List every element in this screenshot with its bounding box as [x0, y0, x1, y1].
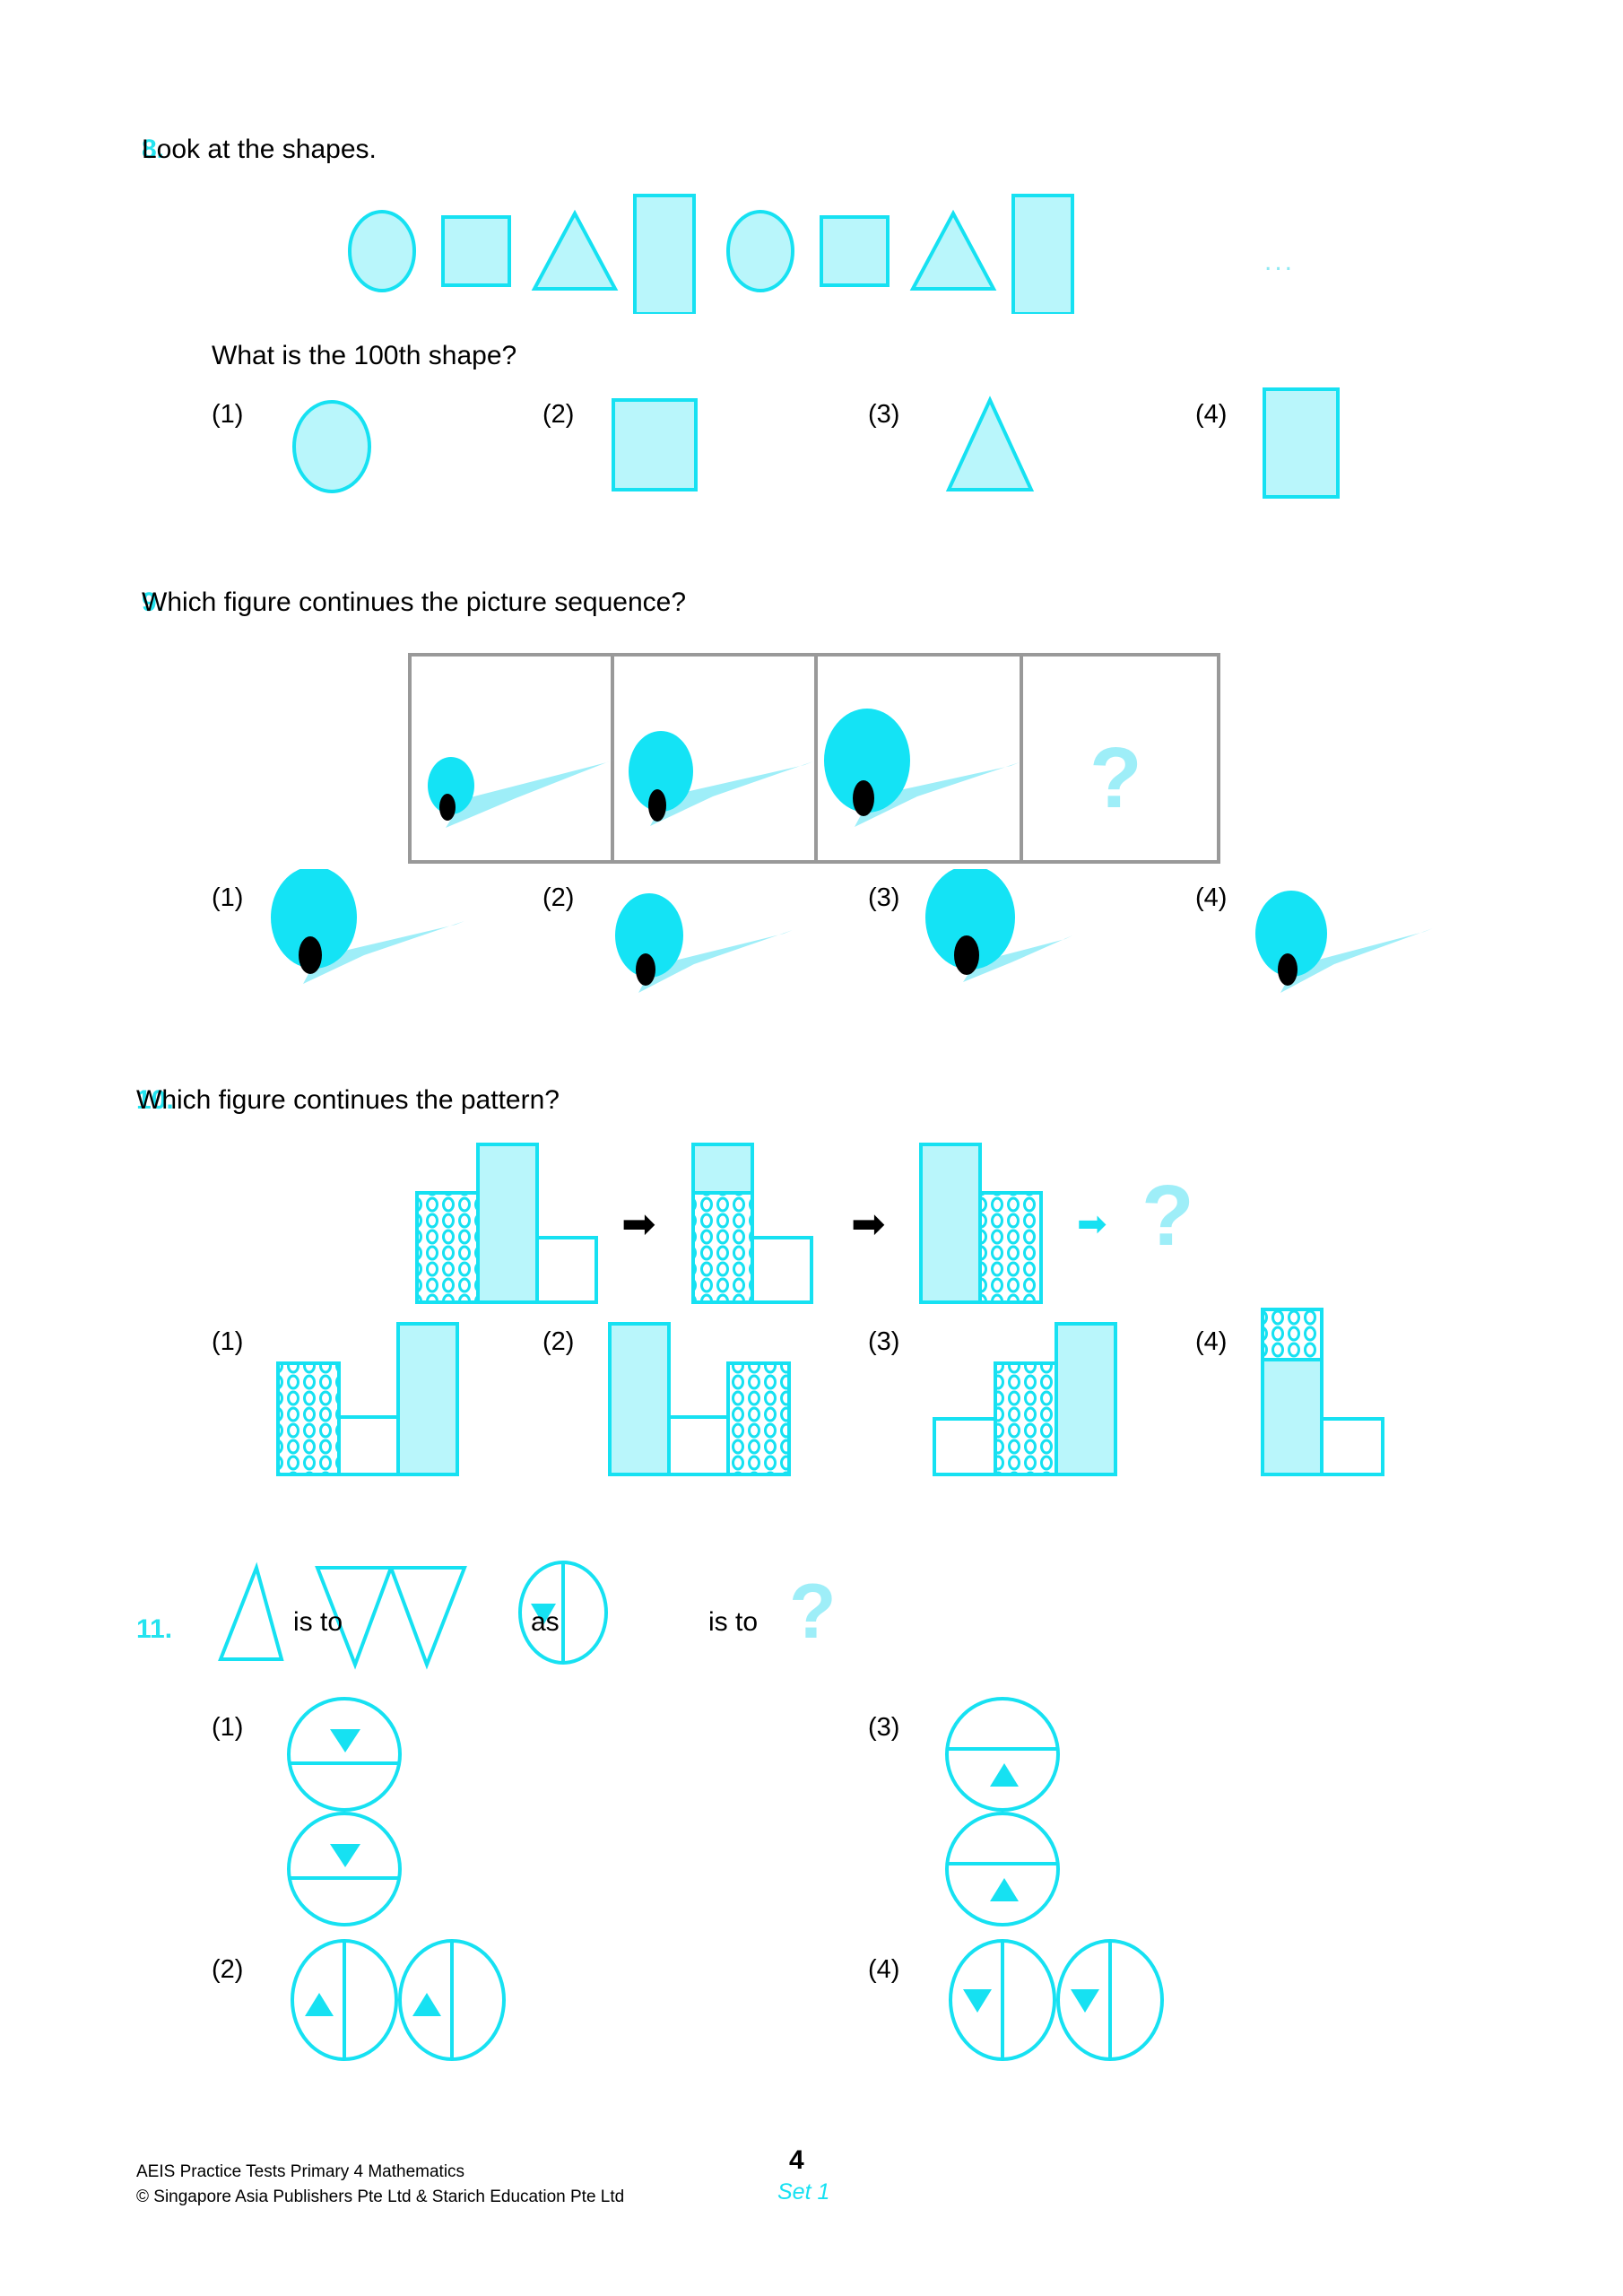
- analogy-third-shape: [518, 1561, 608, 1665]
- question-8-header: 8. Look at the shapes.: [0, 135, 1623, 165]
- question-10-number: 10.: [136, 1085, 174, 1115]
- footer-copyright: © Singapore Asia Publishers Pte Ltd & St…: [136, 2187, 625, 2206]
- sequence-cell-2: [629, 731, 813, 826]
- pattern-arrow-2: ➡: [851, 1199, 886, 1248]
- question-11-analogy: [212, 1561, 839, 1682]
- set-label: Set 1: [777, 2179, 830, 2205]
- question-10-option-2-label[interactable]: (2): [542, 1327, 575, 1356]
- analogy-question-mark: ?: [789, 1569, 837, 1655]
- question-9-option-3-label[interactable]: (3): [868, 883, 900, 912]
- question-9-option-4-label[interactable]: (4): [1195, 883, 1228, 912]
- sequence-ellipsis: ...: [1264, 247, 1296, 276]
- question-9-number: 9.: [142, 587, 165, 617]
- question-10: 10. Which figure continues the pattern?: [0, 1085, 1623, 1476]
- pattern-arrow-3: ➡: [1077, 1204, 1107, 1245]
- sequence-shape-rectangle-2: [1011, 194, 1074, 316]
- analogy-second-shape-b: [388, 1566, 467, 1670]
- question-9: 9. Which figure continues the picture se…: [0, 587, 1623, 993]
- question-9-header: 9. Which figure continues the picture se…: [0, 587, 1623, 618]
- question-8-option-2-shape[interactable]: [606, 395, 714, 507]
- question-10-header: 10. Which figure continues the pattern?: [0, 1085, 1623, 1116]
- sequence-cell-3: [824, 709, 1020, 827]
- question-9-option-1-figure[interactable]: [265, 866, 508, 1008]
- analogy-second-shape: [315, 1566, 394, 1670]
- question-8-option-2-label[interactable]: (2): [542, 400, 575, 429]
- analogy-connector-2: as: [531, 1607, 560, 1637]
- question-9-option-2-label[interactable]: (2): [542, 883, 575, 912]
- question-8-option-4-shape[interactable]: [1255, 387, 1363, 509]
- question-8-subprompt: What is the 100th shape?: [212, 341, 517, 370]
- question-10-option-3-label[interactable]: (3): [868, 1327, 900, 1356]
- question-11-option-2-label[interactable]: (2): [212, 1955, 244, 1984]
- sequence-shape-rectangle-1: [633, 194, 696, 316]
- question-9-prompt: Which figure continues the picture seque…: [142, 587, 687, 617]
- question-10-option-2-figure[interactable]: [601, 1309, 807, 1493]
- question-11-number: 11.: [136, 1614, 173, 1644]
- sequence-cell-1: [428, 757, 616, 828]
- pattern-step-2: [691, 1143, 813, 1304]
- sequence-shape-triangle-2: [909, 209, 997, 291]
- question-9-option-4-figure[interactable]: [1246, 887, 1471, 1008]
- question-9-option-2-figure[interactable]: [606, 887, 830, 1008]
- analogy-connector-3: is to: [708, 1607, 759, 1637]
- question-9-option-3-figure[interactable]: [918, 865, 1124, 1008]
- question-8-option-3-shape[interactable]: [929, 395, 1055, 507]
- question-9-sequence-box: ?: [408, 653, 1220, 868]
- sequence-shape-square-2: [820, 215, 890, 287]
- question-8: 8. Look at the shapes.: [0, 135, 1623, 499]
- question-10-option-1-label[interactable]: (1): [212, 1327, 244, 1356]
- question-8-sequence: [339, 179, 1298, 318]
- pattern-question-mark: ?: [1141, 1168, 1194, 1264]
- question-10-pattern: ➡ ➡ ➡ ?: [408, 1132, 1242, 1325]
- pattern-step-1: [415, 1143, 598, 1304]
- page-number: 4: [789, 2145, 804, 2175]
- sequence-shape-circle-2: [726, 210, 794, 292]
- sequence-cell-4-question-mark: ?: [1089, 730, 1142, 826]
- question-11-option-4-label[interactable]: (4): [868, 1955, 900, 1984]
- question-10-option-4-figure[interactable]: [1254, 1293, 1415, 1495]
- question-11-option-2-figure[interactable]: [274, 1937, 543, 2076]
- footer: AEIS Practice Tests Primary 4 Mathematic…: [136, 2160, 624, 2209]
- footer-title: AEIS Practice Tests Primary 4 Mathematic…: [136, 2162, 465, 2181]
- analogy-connector-1: is to: [293, 1607, 343, 1637]
- analogy-first-shape: [218, 1561, 284, 1661]
- question-8-number: 8.: [142, 135, 165, 164]
- question-9-option-1-label[interactable]: (1): [212, 883, 244, 912]
- sequence-shape-circle-1: [348, 210, 416, 292]
- question-8-prompt: Look at the shapes.: [142, 135, 377, 164]
- pattern-step-3: [919, 1143, 1043, 1304]
- question-8-option-1-label[interactable]: (1): [212, 400, 244, 429]
- question-10-prompt: Which figure continues the pattern?: [136, 1085, 560, 1115]
- question-8-option-3-label[interactable]: (3): [868, 400, 900, 429]
- pattern-arrow-1: ➡: [621, 1199, 656, 1248]
- question-10-option-1-figure[interactable]: [269, 1309, 475, 1493]
- question-11-option-1-label[interactable]: (1): [212, 1713, 244, 1742]
- sequence-shape-triangle-1: [531, 209, 619, 291]
- sequence-shape-square-1: [441, 215, 511, 287]
- question-11-option-1-figure[interactable]: [274, 1693, 427, 1935]
- question-8-option-4-label[interactable]: (4): [1195, 400, 1228, 429]
- question-10-option-3-figure[interactable]: [925, 1309, 1132, 1493]
- question-11-option-3-figure[interactable]: [933, 1693, 1085, 1935]
- question-11-option-4-figure[interactable]: [933, 1937, 1202, 2076]
- question-8-option-1-shape[interactable]: [278, 395, 386, 507]
- question-11-option-3-label[interactable]: (3): [868, 1713, 900, 1742]
- question-10-option-4-label[interactable]: (4): [1195, 1327, 1228, 1356]
